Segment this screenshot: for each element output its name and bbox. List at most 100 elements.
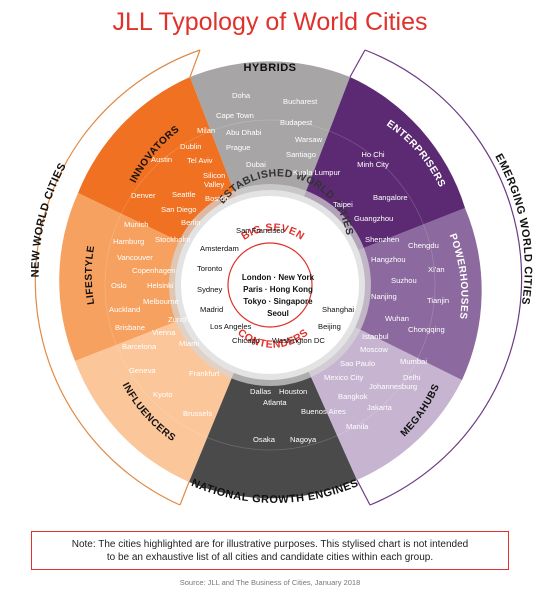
influencers-cities: Geneva Frankfurt Kyoto Brussels — [129, 366, 220, 418]
city-label: Bucharest — [283, 97, 318, 106]
page-title: JLL Typology of World Cities — [112, 8, 428, 36]
city-label: Helsinki — [147, 281, 174, 290]
source-text: Source: JLL and The Business of Cities, … — [179, 578, 361, 587]
city-label: Delhi — [403, 373, 421, 382]
city-label: Shanghai — [322, 305, 354, 314]
city-label: Minh City — [357, 160, 389, 169]
city-label: Guangzhou — [354, 214, 393, 223]
city-label: Copenhagen — [132, 266, 176, 275]
city-label: Xi'an — [428, 265, 445, 274]
city-label: Abu Dhabi — [226, 128, 262, 137]
note-box: Note: The cities highlighted are for ill… — [31, 531, 509, 570]
city-label: San Francisco — [236, 226, 285, 235]
city-label: Bangalore — [373, 193, 408, 202]
city-label: Vancouver — [117, 253, 153, 262]
hybrids-label: HYBRIDS — [243, 62, 296, 74]
city-label: Shenzhen — [365, 235, 399, 244]
city-label: Amsterdam — [200, 244, 239, 253]
hybrids-segment — [190, 61, 350, 286]
city-label: Chicago — [232, 336, 260, 345]
enterprisers-cities: Ho Chi Minh City Taipei Bangalore Guangz… — [333, 150, 408, 223]
city-label: Kuala Lumpur — [293, 168, 341, 177]
city-label: Johannesburg — [369, 382, 417, 391]
city-label: Los Angeles — [210, 322, 252, 331]
national-growth-engines-cities: Dallas Houston Atlanta Buenos Aires Osak… — [250, 387, 346, 444]
note-line-2: to be an exhaustive list of all cities a… — [106, 552, 434, 563]
city-label: Sydney — [197, 285, 223, 294]
city-label: Denver — [131, 191, 156, 200]
big-seven-circle — [227, 242, 313, 328]
city-label: Dubai — [246, 160, 266, 169]
city-label: Tokyo · Singapore — [243, 297, 313, 306]
city-label: Barcelona — [122, 342, 157, 351]
lifestyle-label: LIFESTYLE — [84, 245, 98, 306]
national-growth-engines-segment — [189, 285, 357, 499]
city-label: Seoul — [267, 309, 289, 318]
city-label: Oslo — [111, 281, 127, 290]
city-label: Paris · Hong Kong — [243, 285, 313, 294]
city-label: Nagoya — [290, 435, 317, 444]
city-label: Istanbul — [362, 332, 389, 341]
city-label: Budapest — [280, 118, 313, 127]
powerhouses-segment — [270, 208, 482, 380]
city-label: Milan — [197, 126, 215, 135]
city-label: Beijing — [318, 322, 341, 331]
lifestyle-segment — [59, 193, 270, 361]
city-label: Stockholm — [155, 235, 190, 244]
city-label: Berlin — [181, 218, 200, 227]
city-label: Buenos Aires — [301, 407, 346, 416]
city-label: Tianjin — [427, 296, 449, 305]
city-label: Bangkok — [338, 392, 368, 401]
city-label: Frankfurt — [189, 369, 220, 378]
city-label: Valley — [204, 180, 224, 189]
city-label: Seattle — [172, 190, 196, 199]
city-label: Vienna — [152, 328, 176, 337]
city-label: Brisbane — [115, 323, 145, 332]
city-label: Santiago — [286, 150, 316, 159]
hybrids-cities: Doha Bucharest Cape Town Abu Dhabi Budap… — [216, 91, 341, 177]
city-label: Miami — [179, 339, 200, 348]
city-label: Madrid — [200, 305, 223, 314]
city-label: Taipei — [333, 200, 353, 209]
city-label: Washington DC — [272, 336, 325, 345]
note-line-1: Note: The cities highlighted are for ill… — [71, 539, 469, 550]
city-label: Suzhou — [391, 276, 417, 285]
city-label: Toronto — [197, 264, 222, 273]
city-label: Hamburg — [113, 237, 144, 246]
city-label: Dublin — [180, 142, 202, 151]
city-label: Wuhan — [385, 314, 409, 323]
megahubs-cities: Istanbul Moscow Sao Paulo Mumbai Mexico … — [324, 332, 427, 431]
city-label: Melbourne — [143, 297, 179, 306]
city-label: Dallas — [250, 387, 271, 396]
city-label: Warsaw — [295, 135, 323, 144]
city-label: Mumbai — [400, 357, 427, 366]
city-label: Atlanta — [263, 398, 287, 407]
city-label: Hangzhou — [371, 255, 406, 264]
city-label: Cape Town — [216, 111, 254, 120]
city-label: Kyoto — [153, 390, 172, 399]
city-label: San Diego — [161, 205, 196, 214]
city-label: Houston — [279, 387, 307, 396]
city-label: Chengdu — [408, 241, 439, 250]
city-label: Austin — [151, 155, 172, 164]
big-seven-cities: London · New York Paris · Hong Kong Toky… — [242, 273, 315, 318]
city-label: Tel Aviv — [187, 156, 213, 165]
city-label: Mexico City — [324, 373, 363, 382]
city-label: Ho Chi — [361, 150, 385, 159]
city-label: Prague — [226, 143, 251, 152]
city-label: Munich — [124, 220, 148, 229]
innovators-cities: Milan Dublin Austin Tel Aviv Silicon Val… — [131, 126, 229, 214]
city-label: Boston — [205, 194, 229, 203]
lifestyle-cities: Munich Berlin Hamburg Stockholm Vancouve… — [109, 218, 200, 351]
city-label: Zurich — [168, 315, 189, 324]
city-label: Sao Paulo — [340, 359, 375, 368]
city-label: Osaka — [253, 435, 276, 444]
city-label: Chongqing — [408, 325, 445, 334]
powerhouses-cities: Shenzhen Chengdu Hangzhou Xi'an Suzhou N… — [365, 235, 449, 334]
city-label: Moscow — [360, 345, 388, 354]
city-label: Manila — [346, 422, 369, 431]
contender-cities: San Francisco Amsterdam Toronto Sydney M… — [197, 226, 354, 345]
city-label: Auckland — [109, 305, 140, 314]
city-label: Geneva — [129, 366, 156, 375]
